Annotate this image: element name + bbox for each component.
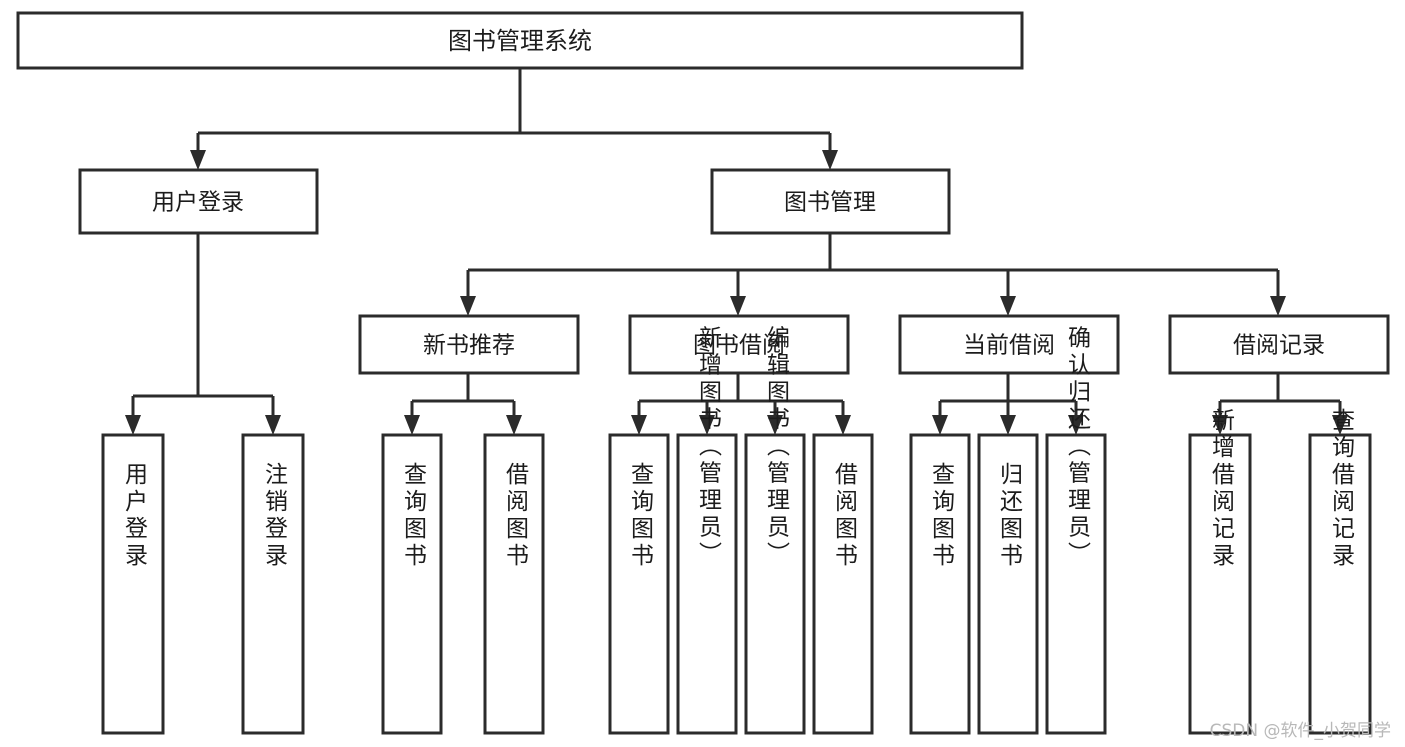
node-leaf-query-record[interactable]: 查询借阅记录 [1308,408,1372,735]
node-leaf-query-book-1[interactable]: 查询图书 [381,433,443,735]
node-leaf-add-record[interactable]: 新增借阅记录 [1188,408,1252,735]
node-leaf-user-logout-label: 注销登录 [261,462,289,570]
node-book-manage[interactable]: 图书管理 [710,168,951,235]
connector-newbook-to-leaves [404,373,522,435]
node-leaf-query-book-2-label: 查询图书 [627,462,655,570]
node-user-login-label: 用户登录 [152,190,244,216]
node-leaf-edit-book-label: 编辑图书（管理员） [763,326,791,569]
node-book-borrow[interactable]: 图书借阅 [628,314,850,375]
node-leaf-add-book[interactable]: 新增图书（管理员） [676,326,738,735]
node-leaf-confirm-return[interactable]: 确认归还（管理员） [1045,326,1107,735]
connector-bookborrow-to-leaves [631,373,851,435]
node-leaf-borrow-book-2[interactable]: 借阅图书 [812,433,874,735]
node-leaf-query-book-3[interactable]: 查询图书 [909,433,971,735]
node-new-book-recommend-label: 新书推荐 [423,333,515,359]
connector-currentborrow-to-leaves [932,373,1084,435]
node-leaf-borrow-book-2-label: 借阅图书 [831,462,859,570]
node-user-login[interactable]: 用户登录 [78,168,319,235]
node-book-borrow-label: 图书借阅 [693,333,785,359]
node-leaf-return-book-label: 归还图书 [996,462,1024,570]
node-root[interactable]: 图书管理系统 [16,11,1024,70]
node-new-book-recommend[interactable]: 新书推荐 [358,314,580,375]
connector-userlogin-to-leaves [125,233,281,435]
node-leaf-query-book-1-label: 查询图书 [400,462,428,570]
node-leaf-add-book-label: 新增图书（管理员） [695,326,723,569]
node-borrow-record[interactable]: 借阅记录 [1168,314,1390,375]
node-leaf-confirm-return-label: 确认归还（管理员） [1064,326,1092,569]
csdn-watermark: CSDN @软件_小贺同学 [1209,721,1391,741]
connector-borrowrecord-to-leaves [1212,373,1348,435]
node-book-manage-label: 图书管理 [784,190,876,216]
node-leaf-borrow-book-1-label: 借阅图书 [502,462,530,570]
connector-bookmanage-to-level2 [460,233,1286,316]
node-leaf-query-book-2[interactable]: 查询图书 [608,433,670,735]
node-leaf-user-login-label: 用户登录 [121,462,149,570]
node-leaf-user-logout[interactable]: 注销登录 [241,433,305,735]
node-leaf-user-login[interactable]: 用户登录 [101,433,165,735]
node-leaf-borrow-book-1[interactable]: 借阅图书 [483,433,545,735]
node-leaf-add-record-label: 新增借阅记录 [1208,408,1236,570]
node-leaf-query-book-3-label: 查询图书 [928,462,956,570]
node-leaf-edit-book[interactable]: 编辑图书（管理员） [744,326,806,735]
node-borrow-record-label: 借阅记录 [1233,333,1325,359]
node-root-label: 图书管理系统 [448,27,592,55]
node-current-borrow-label: 当前借阅 [963,333,1055,359]
node-leaf-return-book[interactable]: 归还图书 [977,433,1039,735]
connector-root-to-level1 [190,68,838,170]
node-leaf-query-record-label: 查询借阅记录 [1328,408,1356,570]
node-current-borrow[interactable]: 当前借阅 [898,314,1120,375]
